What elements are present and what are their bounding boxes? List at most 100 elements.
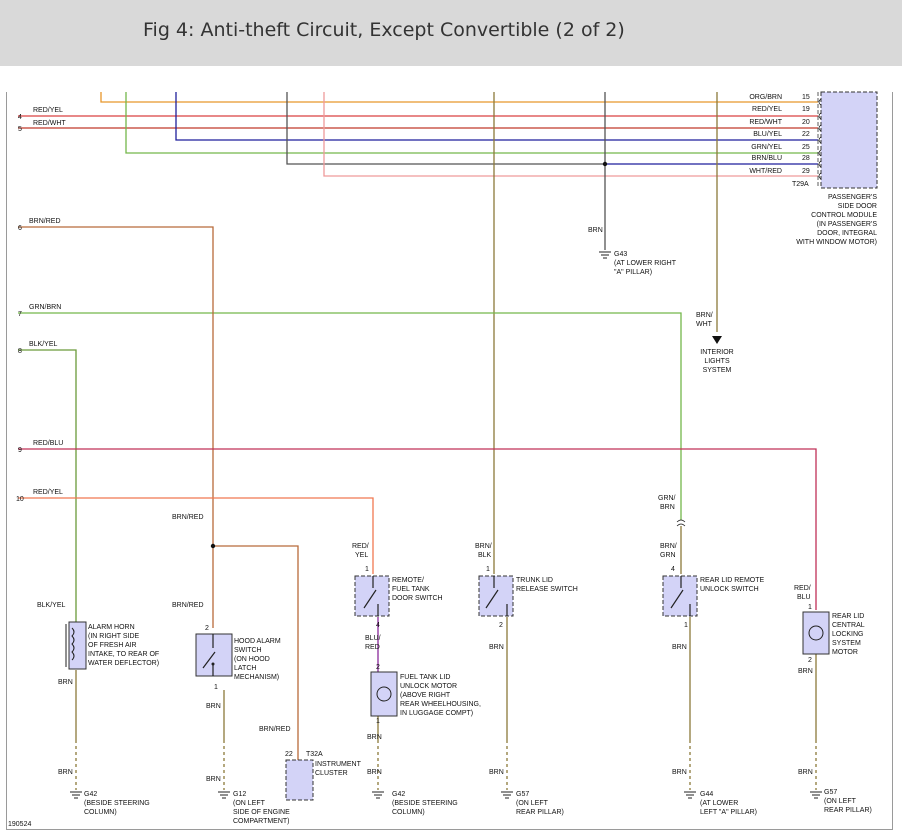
lock-label-2: CENTRAL bbox=[832, 622, 865, 629]
ground-3-name: G42 bbox=[392, 791, 405, 798]
horn-icon bbox=[65, 624, 75, 667]
fuel-switch-label-1: REMOTE/ bbox=[392, 577, 424, 584]
g43-loc-2: "A" PILLAR) bbox=[614, 269, 652, 276]
wire-brn-red-6 bbox=[18, 226, 214, 546]
wire-cluster-brn-red bbox=[213, 545, 299, 760]
ground-1-name: G42 bbox=[84, 791, 97, 798]
module-label-6: WITH WINDOW MOTOR) bbox=[796, 239, 877, 246]
pin-9-num: 9 bbox=[18, 447, 22, 454]
ground-2-loc-1: (ON LEFT bbox=[233, 800, 266, 807]
label-red-blu-lock-1: RED/ bbox=[794, 585, 811, 592]
pin-9-wire: RED/BLU bbox=[33, 440, 63, 447]
hood-pin-1: 1 bbox=[214, 684, 218, 691]
hood-label-4: LATCH bbox=[234, 665, 256, 672]
fuel-motor-label-1: FUEL TANK LID bbox=[400, 674, 450, 681]
trunk-pin-1: 1 bbox=[486, 566, 490, 573]
pin-4-num: 4 bbox=[18, 114, 22, 121]
hood-label-3: (ON HOOD bbox=[234, 656, 270, 663]
interior-wire-2: WHT bbox=[696, 321, 713, 328]
pin-5-num: 5 bbox=[18, 126, 22, 133]
brn-hood-1: BRN bbox=[206, 703, 221, 710]
fuel-switch-label-3: DOOR SWITCH bbox=[392, 595, 443, 602]
brn-rear-1: BRN bbox=[672, 644, 687, 651]
label-brn-red-cluster: BRN/RED bbox=[259, 726, 291, 733]
horn-label-5: WATER DEFLECTOR) bbox=[88, 660, 159, 667]
fuel-motor-label-5: IN LUGGAGE COMPT) bbox=[400, 710, 473, 717]
wire-red-blu-9 bbox=[18, 448, 817, 610]
ground-5-loc-1: (AT LOWER bbox=[700, 800, 738, 807]
interior-arrow-icon bbox=[712, 336, 722, 344]
label-brn-red-hood: BRN/RED bbox=[172, 602, 204, 609]
wire-blk-yel-8 bbox=[18, 349, 77, 628]
ground-1-loc-1: (BESIDE STEERING bbox=[84, 800, 150, 807]
mod-pin-19: 19 bbox=[802, 106, 810, 113]
lock-label-4: SYSTEM bbox=[832, 640, 861, 647]
brn-rear-2: BRN bbox=[672, 769, 687, 776]
rear-switch-label-2: UNLOCK SWITCH bbox=[700, 586, 759, 593]
fuel-motor-label-3: (ABOVE RIGHT bbox=[400, 692, 451, 699]
cluster-pin: 22 bbox=[285, 751, 293, 758]
mod-wire-22: BLU/YEL bbox=[753, 131, 782, 138]
figure-header: Fig 4: Anti-theft Circuit, Except Conver… bbox=[0, 0, 902, 66]
pin-10-num: 10 bbox=[16, 496, 24, 503]
label-red-blu-lock-2: BLU bbox=[797, 594, 811, 601]
trunk-label-1: TRUNK LID bbox=[516, 577, 553, 584]
mod-wire-29: WHT/RED bbox=[749, 168, 782, 175]
hood-switch-box bbox=[195, 633, 233, 677]
label-grn-brn-1: GRN/ bbox=[658, 495, 676, 502]
mod-pin-25: 25 bbox=[802, 144, 810, 151]
label-red-yel-fuel-2: YEL bbox=[355, 552, 368, 559]
ground-4-loc-1: (ON LEFT bbox=[516, 800, 549, 807]
g43-wire: BRN bbox=[588, 227, 603, 234]
ground-6-name: G57 bbox=[824, 789, 837, 796]
lock-label-1: REAR LID bbox=[832, 613, 864, 620]
rear-lid-switch-icon bbox=[670, 576, 691, 616]
wire-wht-red bbox=[323, 92, 818, 177]
fuel-motor-pin-1: 1 bbox=[376, 718, 380, 725]
lock-label-5: MOTOR bbox=[832, 649, 858, 656]
fuel-switch-pin-1: 1 bbox=[365, 566, 369, 573]
ground-2-loc-3: COMPARTMENT) bbox=[233, 818, 290, 825]
fuel-switch-label-2: FUEL TANK bbox=[392, 586, 430, 593]
pin-6-wire: BRN/RED bbox=[29, 218, 61, 225]
pin-5-wire: RED/WHT bbox=[33, 120, 66, 127]
fuel-switch-pin-4: 4 bbox=[376, 622, 380, 629]
fuel-motor-pin-2: 2 bbox=[376, 664, 380, 671]
pin-4-wire: RED/YEL bbox=[33, 107, 63, 114]
fuel-motor-label-4: REAR WHEELHOUSING, bbox=[400, 701, 481, 708]
brn-horn-1: BRN bbox=[58, 679, 73, 686]
brn-hood-2: BRN bbox=[206, 776, 221, 783]
mod-wire-20: RED/WHT bbox=[749, 119, 782, 126]
mod-pin-29: 29 bbox=[802, 168, 810, 175]
pin-6-num: 6 bbox=[18, 225, 22, 232]
hood-label-5: MECHANISM) bbox=[234, 674, 279, 681]
wire-grn-yel bbox=[125, 92, 818, 154]
rear-switch-pin-1: 1 bbox=[684, 622, 688, 629]
pin-8-num: 8 bbox=[18, 348, 22, 355]
lock-pin-1: 1 bbox=[808, 604, 812, 611]
label-brn-blk-1: BRN/ bbox=[475, 543, 492, 550]
mod-pin-22: 22 bbox=[802, 131, 810, 138]
hood-label-1: HOOD ALARM bbox=[234, 638, 281, 645]
pin-7-wire: GRN/BRN bbox=[29, 304, 61, 311]
lock-pin-2: 2 bbox=[808, 657, 812, 664]
interior-label-2: LIGHTS bbox=[704, 358, 730, 365]
module-label-2: SIDE DOOR bbox=[838, 203, 877, 210]
horn-label-2: (IN RIGHT SIDE bbox=[88, 633, 140, 640]
mod-wire-28: BRN/BLU bbox=[752, 155, 782, 162]
splice-brn-red bbox=[210, 543, 216, 549]
module-box bbox=[820, 91, 878, 189]
brn-trunk-2: BRN bbox=[489, 769, 504, 776]
rear-switch-label-1: REAR LID REMOTE bbox=[700, 577, 765, 584]
label-brn-grn-1: BRN/ bbox=[660, 543, 677, 550]
pin-7-num: 7 bbox=[18, 311, 22, 318]
interior-label-3: SYSTEM bbox=[703, 367, 732, 374]
cluster-label-2: CLUSTER bbox=[315, 770, 348, 777]
label-grn-brn-2: BRN bbox=[660, 504, 675, 511]
mod-pin-20: 20 bbox=[802, 119, 810, 126]
mod-wire-15: ORG/BRN bbox=[749, 94, 782, 101]
interior-label-1: INTERIOR bbox=[700, 349, 733, 356]
wire-blu-yel bbox=[175, 92, 818, 141]
ground-icons bbox=[70, 251, 822, 799]
trunk-pin-2: 2 bbox=[499, 622, 503, 629]
